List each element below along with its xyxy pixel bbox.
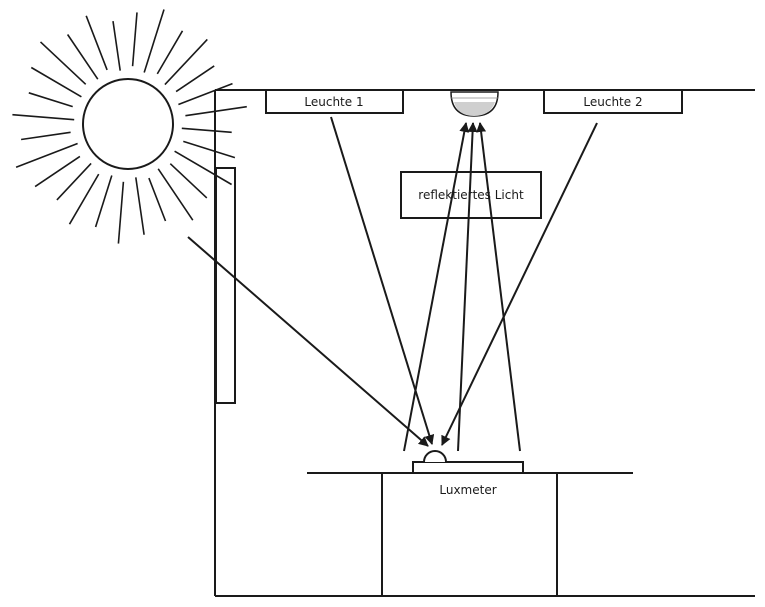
sun-ray <box>135 177 145 235</box>
sun-ray <box>174 150 233 186</box>
lamp-1-arrow <box>330 116 435 445</box>
sun-ray <box>94 175 113 228</box>
sun-ray <box>85 15 108 71</box>
lamp-1-label: Leuchte 1 <box>304 95 363 109</box>
lamp-2-box <box>543 89 683 114</box>
sun-ray <box>164 38 208 86</box>
sun-ray <box>15 142 78 169</box>
sun-ray <box>68 173 100 225</box>
sun-ray <box>39 41 87 85</box>
sun-ray <box>169 163 208 199</box>
sun-ray <box>66 34 99 80</box>
lamp-2-label: Leuchte 2 <box>583 95 642 109</box>
sun-ray <box>28 92 73 108</box>
sunlight-arrow <box>187 236 429 447</box>
reflected-arrow-left <box>403 122 470 452</box>
sun-rays <box>12 9 247 244</box>
luxmeter-body <box>412 461 524 474</box>
sun-ray <box>183 140 236 159</box>
lamp-2: Leuchte 2 <box>543 89 683 114</box>
sun-disc <box>82 78 174 170</box>
luxmeter-sensor-dome <box>423 450 447 463</box>
sun-ray <box>12 113 75 121</box>
sun-ray <box>34 155 81 188</box>
luxmeter: Luxmeter <box>412 450 524 497</box>
reflected-light-box: reflektiertes Licht <box>400 171 542 219</box>
sun-ray <box>148 177 167 222</box>
sun-ray <box>20 131 71 141</box>
sun-ray <box>56 162 92 201</box>
sun-ray <box>143 9 165 73</box>
sun-ray <box>181 127 232 134</box>
sun-ray <box>30 66 82 98</box>
sun-ray <box>175 65 215 93</box>
reflected-light-label: reflektiertes Licht <box>418 188 524 202</box>
sun-ray <box>112 20 121 71</box>
reflected-arrow-right <box>476 122 521 452</box>
luxmeter-label: Luxmeter <box>439 483 496 497</box>
sun-icon <box>12 9 247 244</box>
ceiling-sensor-icon <box>450 91 499 117</box>
lamp-1-box <box>265 89 404 114</box>
sun-ray <box>157 168 194 221</box>
sensor-lens <box>454 102 495 116</box>
sun-ray <box>178 82 233 106</box>
lamp-2-arrow <box>441 122 598 446</box>
window <box>215 167 236 404</box>
sun-ray <box>185 105 247 117</box>
sun-ray <box>117 181 125 244</box>
lamp-1: Leuchte 1 <box>265 89 404 114</box>
sun-ray <box>156 30 184 75</box>
reflected-arrow-middle <box>457 122 478 452</box>
sun-ray <box>131 12 138 67</box>
